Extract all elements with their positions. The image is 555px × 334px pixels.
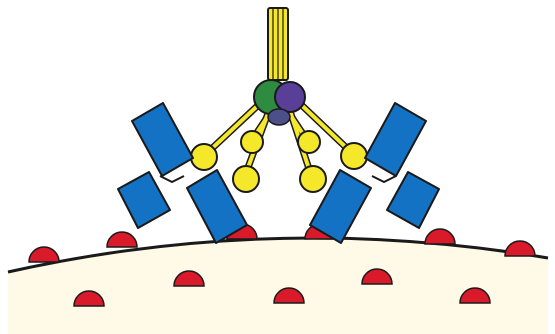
red-antigen-icon	[29, 247, 59, 262]
yellow-ligand-icon	[241, 131, 263, 153]
red-antigen-icon	[107, 232, 137, 247]
yellow-ligand-icon	[191, 144, 217, 170]
red-antigen-icon	[425, 229, 455, 244]
blue-antibody-icon	[310, 103, 439, 243]
multivalent-hub-icon	[254, 80, 305, 125]
yellow-ligand-icon	[233, 166, 259, 192]
blue-antibody-icon	[118, 103, 247, 243]
red-antigen-icon	[505, 241, 535, 256]
yellow-ligand-icon	[341, 143, 367, 169]
yellow-ligand-icon	[298, 131, 320, 153]
ligand-stalk	[268, 8, 288, 80]
cell-membrane-icon	[8, 238, 548, 334]
yellow-ligand-icon	[300, 166, 326, 192]
